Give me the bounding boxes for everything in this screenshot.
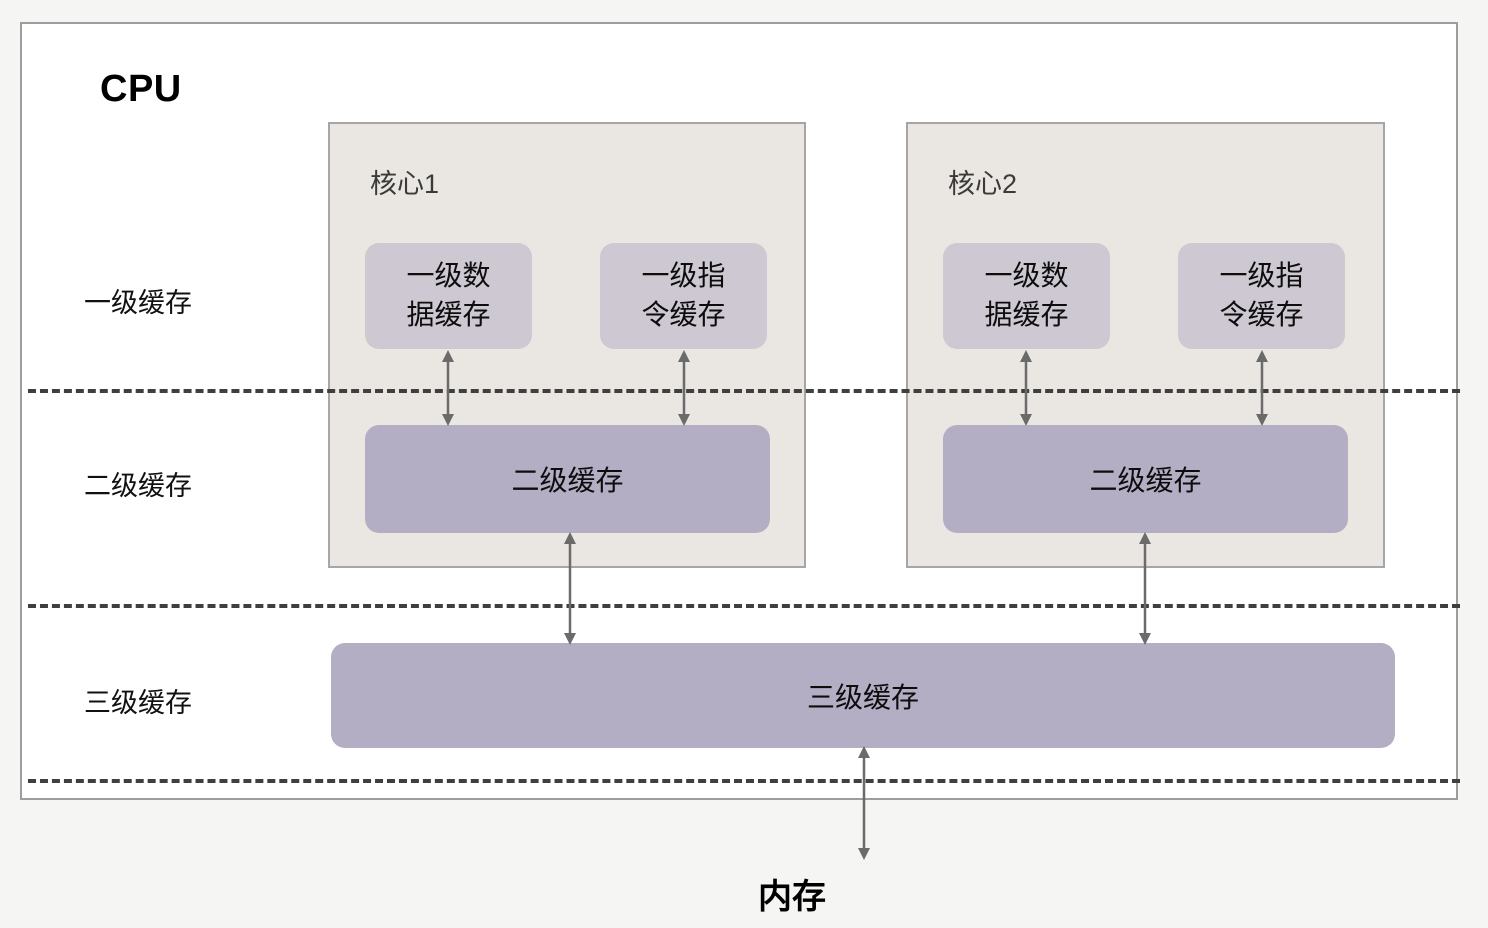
core-2-l1-data-line-1: 一级数 xyxy=(984,260,1069,292)
core-1-l1-data-cache: 一级数 据缓存 xyxy=(365,243,532,349)
core-2-title: 核心2 xyxy=(948,169,1018,199)
core-1-l1-data-line-1: 一级数 xyxy=(406,260,491,292)
memory-label: 内存 xyxy=(0,869,1488,918)
cpu-title: CPU xyxy=(100,68,182,110)
core-2-l1-inst-line-1: 一级指 xyxy=(1219,260,1304,292)
core-1-l2-cache: 二级缓存 xyxy=(365,425,770,533)
l3-cache-block: 三级缓存 xyxy=(331,643,1395,748)
arrow-core1-l2-to-l3 xyxy=(559,532,581,645)
core-1-l1-data-line-2: 据缓存 xyxy=(406,299,491,330)
level-label-l3: 三级缓存 xyxy=(84,688,192,718)
core-2-l1-data-cache: 一级数 据缓存 xyxy=(943,243,1110,349)
core-1-l1-inst-line-1: 一级指 xyxy=(641,260,726,292)
core-1-l1-inst-line-2: 令缓存 xyxy=(641,299,726,330)
level-label-l1: 一级缓存 xyxy=(84,288,192,318)
core-2-l2-cache: 二级缓存 xyxy=(943,425,1348,533)
core-2-l1-data-line-2: 据缓存 xyxy=(984,299,1069,330)
core-2-l1-instruction-cache: 一级指 令缓存 xyxy=(1178,243,1345,349)
core-2-l1-inst-line-2: 令缓存 xyxy=(1219,299,1304,330)
core-1-title: 核心1 xyxy=(370,169,440,199)
arrow-core2-l1i-to-l2 xyxy=(1251,350,1273,426)
arrow-l3-to-memory xyxy=(853,746,875,860)
arrow-core2-l2-to-l3 xyxy=(1134,532,1156,645)
arrow-core1-l1i-to-l2 xyxy=(673,350,695,426)
arrow-core2-l1d-to-l2 xyxy=(1015,350,1037,426)
memory-label-text: 内存 xyxy=(758,878,826,916)
divider-l3-memory xyxy=(28,779,1460,783)
arrow-core1-l1d-to-l2 xyxy=(437,350,459,426)
divider-l2-l3 xyxy=(28,604,1460,608)
core-1-l1-instruction-cache: 一级指 令缓存 xyxy=(600,243,767,349)
level-label-l2: 二级缓存 xyxy=(84,471,192,501)
divider-l1-l2 xyxy=(28,389,1460,393)
